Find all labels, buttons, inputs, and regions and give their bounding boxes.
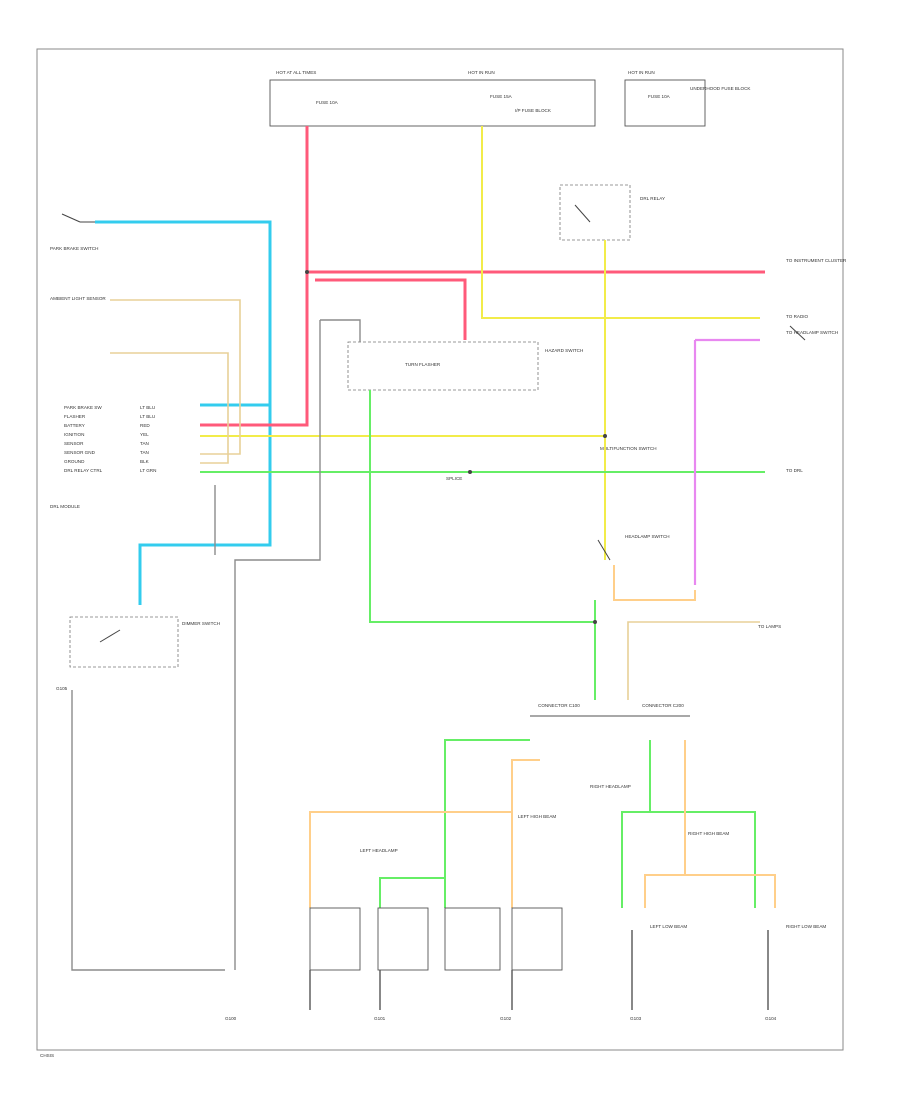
hazard-switch-box [347,341,539,391]
figure-code: CHSIS [40,1053,54,1058]
wire-ground-hazard [234,320,321,970]
ground-g100: G100 [225,1016,237,1021]
fuse-3-text: FUSE 10A [648,94,671,99]
ground-g103: G103 [630,1016,642,1021]
ground-g104: G104 [765,1016,777,1021]
left-headlamp-label: LEFT HEADLAMP [360,848,398,853]
fuse-block-3-label: HOT IN RUN [628,70,655,75]
pin-label-3: BATTERY [64,423,85,428]
to-drl-label: TO DRL [786,468,803,473]
wire-right-low [644,740,686,908]
pin-color-2: LT BLU [140,414,155,419]
wire-ignition-module [200,435,606,560]
multifunction-switch-label: MULTIFUNCTION SWITCH [600,446,657,451]
pin-color-6: TAN [140,450,149,455]
to-lamps-label: TO LAMPS [758,624,781,629]
ground-g102: G102 [500,1016,512,1021]
lamp-box-3 [444,907,501,971]
dimmer-switch-label: DIMMER SWITCH [182,621,220,626]
connector-right-label: CONNECTOR C200 [642,703,684,708]
park-brake-switch-symbol [61,213,95,223]
wire-ignition [481,126,760,319]
wire-radio [693,338,760,585]
fuse-1-text: FUSE 10A [316,100,339,105]
splice-dot-2 [593,620,597,624]
ground-g105: G105 [56,686,68,691]
splice-label: SPLICE [446,476,462,481]
pin-label-8: DRL RELAY CTRL [64,468,103,473]
diagram-frame [36,48,844,1051]
pin-color-5: TAN [140,441,149,446]
left-low-label: LEFT LOW BEAM [650,924,687,929]
pin-color-3: RED [140,423,150,428]
wire-sensor-gnd [110,352,229,464]
fuse-2-note: I/P FUSE BLOCK [515,108,552,113]
wire-sensor [110,299,241,455]
pin-color-8: LT GRN [140,468,156,473]
wire-left-high [444,739,530,908]
fuse-3-note: UNDERHOOD FUSE BLOCK [690,86,751,91]
splice-dot-1 [468,470,472,474]
wire-left-low [309,759,540,908]
to-headlamp-switch-label: TO HEADLAMP SWITCH [786,330,838,335]
left-high-label: LEFT HIGH BEAM [518,814,556,819]
drl-relay-label: DRL RELAY [640,196,665,201]
pin-label-1: PARK BRAKE SW [64,405,102,410]
wire-park-brake [95,220,272,407]
wire-right-low-2 [685,874,776,908]
to-radio-label: TO RADIO [786,314,809,319]
wire-dimmer-loop [71,690,225,971]
fuse-block-2-label: HOT IN RUN [468,70,495,75]
pin-color-7: BLK [140,459,150,464]
wire-to-lamps [627,621,760,700]
wire-battery-feed [200,126,309,427]
splice-dot-3 [603,434,607,438]
fuse-2-text: FUSE 15A [490,94,513,99]
wire-flasher [138,405,272,605]
pin-label-6: SENSOR GND [64,450,96,455]
connector-left-label: CONNECTOR C100 [538,703,580,708]
pin-color-1: LT BLU [140,405,155,410]
wire-hazard-out [369,390,595,623]
lamp-box-2 [377,907,429,971]
dimmer-switch-symbol [99,629,121,643]
wire-battery-drop [315,278,467,340]
wire-hazard-feed [320,319,361,342]
lamp-box-4 [511,907,563,971]
pin-label-2: FLASHER [64,414,86,419]
pin-label-4: IGNITION [64,432,84,437]
ignition-switch-box [69,616,179,668]
radio-switch-symbol [789,325,806,341]
fuse-block-1-label: HOT AT ALL TIMES [276,70,316,75]
hazard-switch-label: HAZARD SWITCH [545,348,583,353]
wire-headlamp-sw [613,565,696,601]
to-instrument-cluster-label: TO INSTRUMENT CLUSTER [786,258,847,263]
drl-module-title: DRL MODULE [50,504,80,509]
right-headlamp-label: RIGHT HEADLAMP [590,784,631,789]
pin-label-5: SENSOR [64,441,84,446]
wire-left-high-2 [379,877,445,908]
pin-label-7: GROUND [64,459,85,464]
park-brake-switch-label: PARK BRAKE SWITCH [50,246,98,251]
fuse-block-right [624,79,706,127]
ambient-sensor-label: AMBIENT LIGHT SENSOR [50,296,106,301]
ground-g101: G101 [374,1016,386,1021]
drl-relay-box [559,184,631,241]
pin-color-4: YEL [140,432,149,437]
headlamp-switch-symbol [597,539,611,561]
headlamp-switch-label: HEADLAMP SWITCH [625,534,670,539]
right-low-label: RIGHT LOW BEAM [786,924,826,929]
drl-relay-switch-symbol [574,204,591,223]
wire-right-high-2 [622,811,756,908]
lamp-box-1 [309,907,361,971]
flasher-label: TURN FLASHER [405,362,441,367]
right-high-label: RIGHT HIGH BEAM [688,831,729,836]
fuse-block-left [269,79,596,127]
splice-dot-4 [305,270,309,274]
